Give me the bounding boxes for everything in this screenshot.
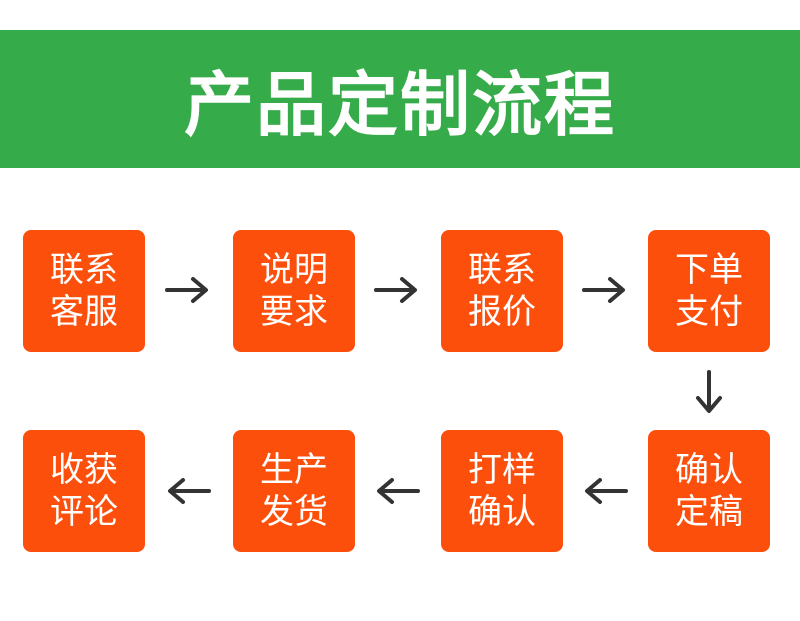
step-order-payment: 下单支付: [648, 230, 770, 352]
step-label: 联系客服: [50, 250, 118, 332]
step-production-shipping: 生产发货: [233, 430, 355, 552]
step-contact-service: 联系客服: [23, 230, 145, 352]
step-sample-confirm: 打样确认: [441, 430, 563, 552]
arrow-right-icon: [165, 277, 208, 303]
step-contact-quote: 联系报价: [441, 230, 563, 352]
step-confirm-draft: 确认定稿: [648, 430, 770, 552]
step-label: 联系报价: [468, 250, 536, 332]
step-explain-requirements: 说明要求: [233, 230, 355, 352]
step-label: 下单支付: [675, 250, 743, 332]
arrow-left-icon: [377, 478, 420, 504]
arrow-left-icon: [168, 478, 211, 504]
step-label: 说明要求: [260, 250, 328, 332]
arrow-down-icon: [696, 370, 722, 413]
step-label: 生产发货: [260, 450, 328, 532]
arrow-right-icon: [374, 277, 417, 303]
step-receive-review: 收获评论: [23, 430, 145, 552]
arrow-left-icon: [585, 478, 628, 504]
step-label: 确认定稿: [675, 450, 743, 532]
step-label: 打样确认: [468, 450, 536, 532]
step-label: 收获评论: [50, 450, 118, 532]
page-title: 产品定制流程: [184, 63, 616, 146]
arrow-right-icon: [582, 277, 625, 303]
header-banner: 产品定制流程: [0, 30, 800, 168]
